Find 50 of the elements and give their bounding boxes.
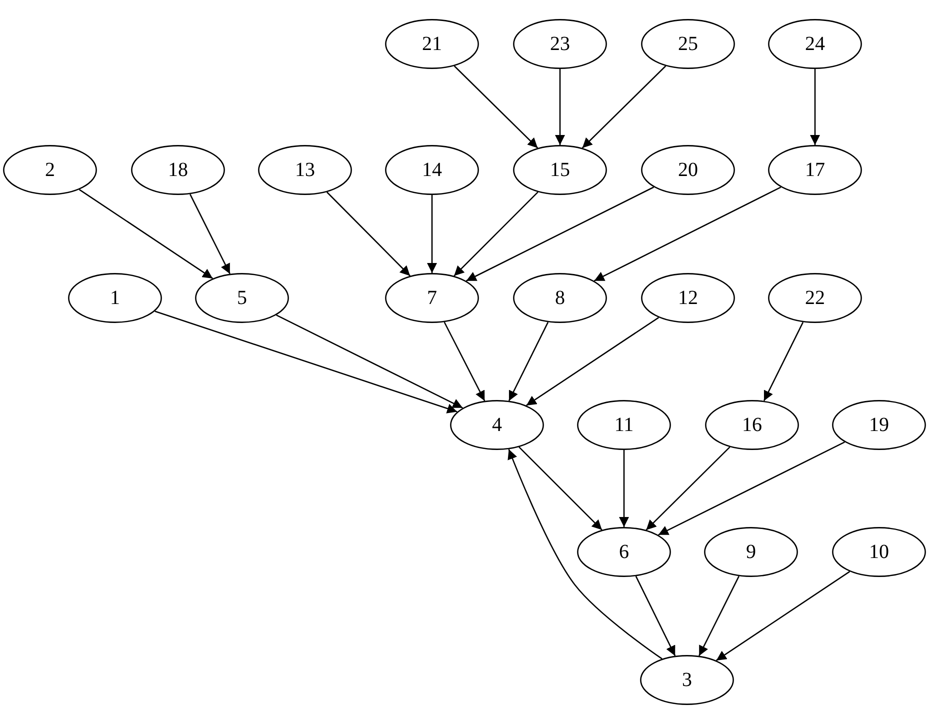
- ellipse-node: 18: [131, 145, 225, 195]
- arrow: [526, 316, 659, 406]
- arrow: [276, 314, 463, 408]
- arrow: [154, 310, 458, 414]
- arrow: [555, 69, 565, 145]
- ellipse-node: 10: [832, 527, 926, 577]
- ellipse-node: 22: [768, 273, 862, 323]
- arrow: [454, 192, 538, 276]
- ellipse-node: 6: [577, 527, 671, 577]
- arrow: [619, 450, 629, 527]
- ellipse-node: 17: [768, 145, 862, 195]
- arrow: [594, 186, 782, 282]
- ellipse-node: 2: [3, 145, 97, 195]
- arrow: [658, 442, 845, 536]
- ellipse-node: 15: [513, 145, 607, 195]
- ellipse-node: 11: [577, 400, 671, 450]
- arrow: [698, 576, 740, 656]
- ellipse-node: 14: [385, 145, 479, 195]
- arrow: [810, 69, 820, 145]
- ellipse-node: 24: [768, 19, 862, 69]
- arrow: [716, 571, 850, 661]
- arrow: [78, 189, 214, 279]
- ellipse-node: 12: [641, 273, 735, 323]
- ellipse-node: 13: [258, 145, 352, 195]
- arrow: [646, 446, 730, 530]
- ellipse-node: 19: [832, 400, 926, 450]
- ellipse-node: 16: [705, 400, 799, 450]
- arrow: [427, 195, 437, 273]
- ellipse-node: 25: [641, 19, 735, 69]
- ellipse-node: 1: [68, 273, 162, 323]
- arrow: [582, 66, 666, 148]
- arrow: [763, 322, 804, 402]
- arrow: [508, 448, 662, 660]
- arrow: [518, 446, 602, 530]
- ellipse-node: 8: [513, 273, 607, 323]
- ellipse-node: 9: [704, 527, 798, 577]
- arrow: [326, 192, 411, 276]
- arrow: [444, 322, 486, 402]
- arrow: [635, 576, 676, 656]
- arrow: [454, 66, 538, 148]
- ellipse-node: 7: [385, 273, 479, 323]
- arrow: [508, 322, 549, 402]
- arrow: [190, 194, 230, 274]
- ellipse-node: 20: [641, 145, 735, 195]
- ellipse-node: 21: [385, 19, 479, 69]
- arrow: [466, 186, 654, 282]
- ellipse-node: 4: [450, 400, 544, 450]
- ellipse-node: 5: [195, 273, 289, 323]
- ellipse-node: 3: [640, 655, 734, 705]
- ellipse-node: 23: [513, 19, 607, 69]
